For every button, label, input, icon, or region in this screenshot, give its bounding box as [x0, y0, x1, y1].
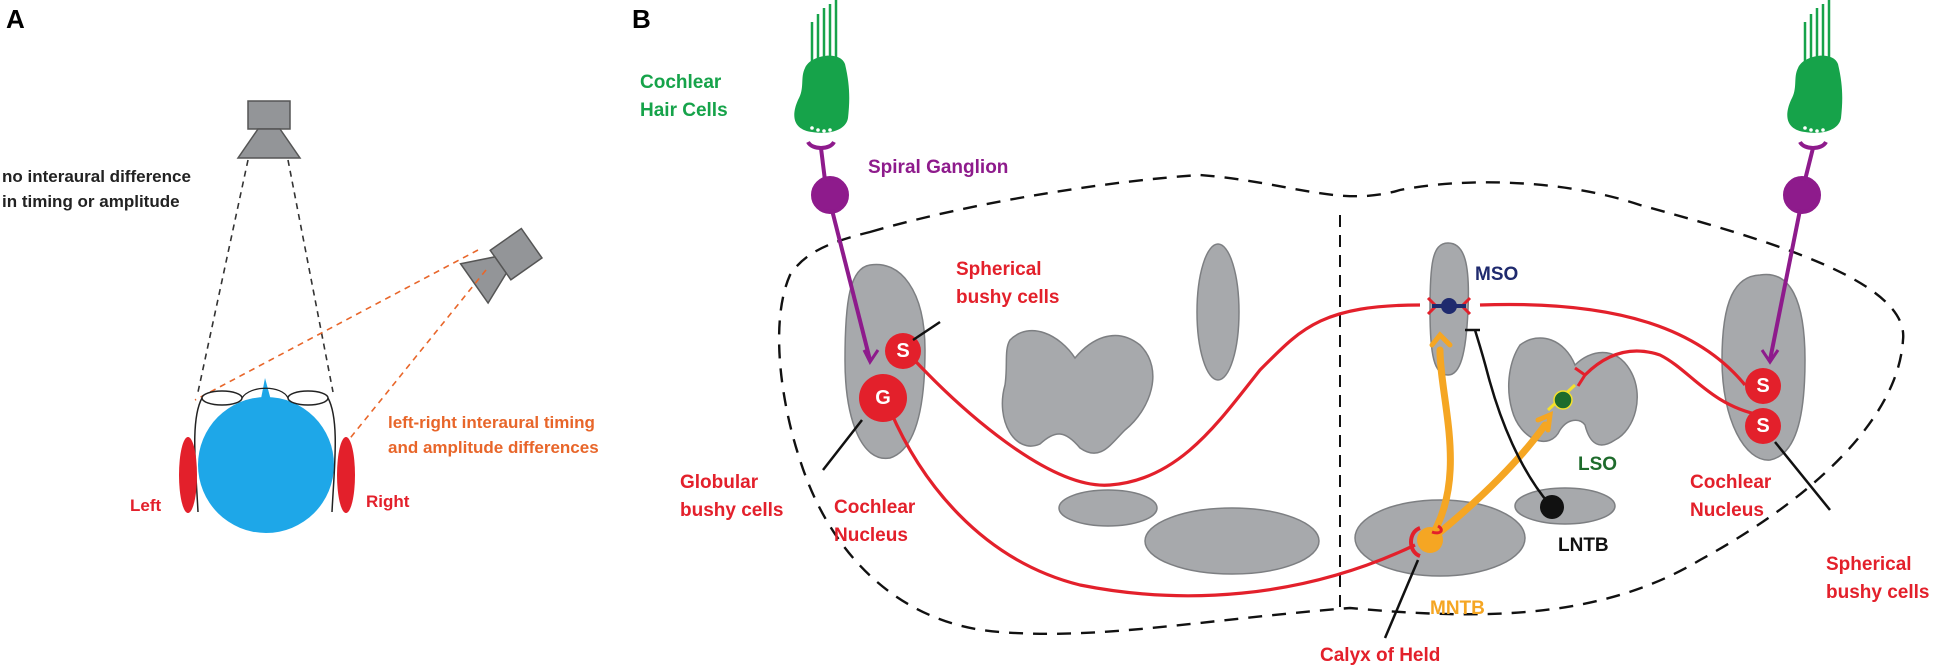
left-spherical-bushy-cell: S: [885, 333, 921, 369]
mntb-inhibitory-projections: [1424, 331, 1554, 546]
left-ear: [179, 437, 197, 513]
left-mntb: [1144, 507, 1320, 575]
right-ear-label: Right: [366, 492, 410, 511]
spherical-right-label-line1: Spherical: [1826, 554, 1912, 575]
left-globular-bushy-cell: G: [859, 374, 907, 422]
front-caption-line2: in timing or amplitude: [2, 192, 180, 211]
front-speaker-icon: [236, 100, 302, 159]
right-spherical-cell-letter-upper: S: [1756, 375, 1769, 397]
red-axons: [888, 302, 1761, 598]
right-lntb: [1514, 487, 1616, 525]
right-spherical-bushy-cell-upper: S: [1745, 368, 1781, 404]
hair-cells-label-line1: Cochlear: [640, 72, 722, 93]
spherical-left-label-line1: Spherical: [956, 259, 1042, 280]
calyx-of-held-icon: [1409, 524, 1443, 558]
cn-left-label-line1: Cochlear: [834, 497, 916, 518]
left-hair-cell-icon: [794, 0, 850, 133]
panel-a: A no interaural difference in timing or …: [2, 4, 599, 533]
side-sound-lines: [194, 249, 487, 443]
lso-neuron: [1546, 383, 1577, 412]
spherical-left-label-line2: bushy cells: [956, 287, 1060, 308]
left-spherical-cell-letter: S: [896, 340, 909, 362]
calyx-label: Calyx of Held: [1320, 645, 1440, 666]
side-caption-line2: and amplitude differences: [388, 438, 599, 457]
left-globular-cell-letter: G: [875, 387, 891, 409]
left-lso-shape: [1001, 329, 1154, 454]
panel-b: B: [632, 0, 1930, 666]
mntb-label: MNTB: [1430, 598, 1485, 619]
front-caption-line1: no interaural difference: [2, 167, 191, 186]
right-hair-cell-icon: [1787, 0, 1843, 133]
mso-label: MSO: [1475, 264, 1518, 285]
lntb-label: LNTB: [1558, 535, 1609, 556]
brainstem-outline: [777, 173, 1905, 636]
right-spherical-to-lso-axon: [1583, 349, 1761, 417]
spherical-right-label-line2: bushy cells: [1826, 582, 1930, 603]
globular-label-line1: Globular: [680, 472, 759, 493]
right-ear: [337, 437, 355, 513]
left-mso: [1196, 243, 1240, 381]
hair-cells-label-line2: Hair Cells: [640, 100, 728, 121]
listener-head: [179, 378, 355, 533]
left-spiral-ganglion-icon: [806, 140, 880, 365]
left-ear-label: Left: [130, 496, 162, 515]
mso-neuron: [1432, 298, 1466, 314]
label-leader-lines: [822, 320, 1831, 639]
left-spherical-to-mso-axon: [903, 303, 1421, 487]
side-caption-line1: left-right interaural timing: [388, 413, 595, 432]
left-vnll: [1058, 489, 1158, 527]
right-spiral-ganglion-icon: [1760, 140, 1828, 365]
lntb-neuron: [1465, 328, 1564, 519]
lso-label: LSO: [1578, 454, 1617, 475]
front-sound-lines: [197, 159, 334, 393]
panel-a-letter: A: [6, 4, 25, 34]
right-spherical-cell-letter-lower: S: [1756, 415, 1769, 437]
right-spherical-to-mso-axon: [1479, 302, 1747, 387]
spiral-ganglion-label: Spiral Ganglion: [868, 157, 1008, 178]
globular-label-line2: bushy cells: [680, 500, 784, 521]
right-spherical-bushy-cell-lower: S: [1745, 408, 1781, 444]
cn-right-label-line2: Nucleus: [1690, 500, 1764, 521]
cn-right-label-line1: Cochlear: [1690, 472, 1772, 493]
cn-left-label-line2: Nucleus: [834, 525, 908, 546]
panel-b-letter: B: [632, 4, 651, 34]
side-speaker-icon: [459, 227, 544, 305]
right-cochlear-nucleus: [1721, 273, 1806, 461]
left-globular-to-mntb-axon: [888, 409, 1416, 598]
